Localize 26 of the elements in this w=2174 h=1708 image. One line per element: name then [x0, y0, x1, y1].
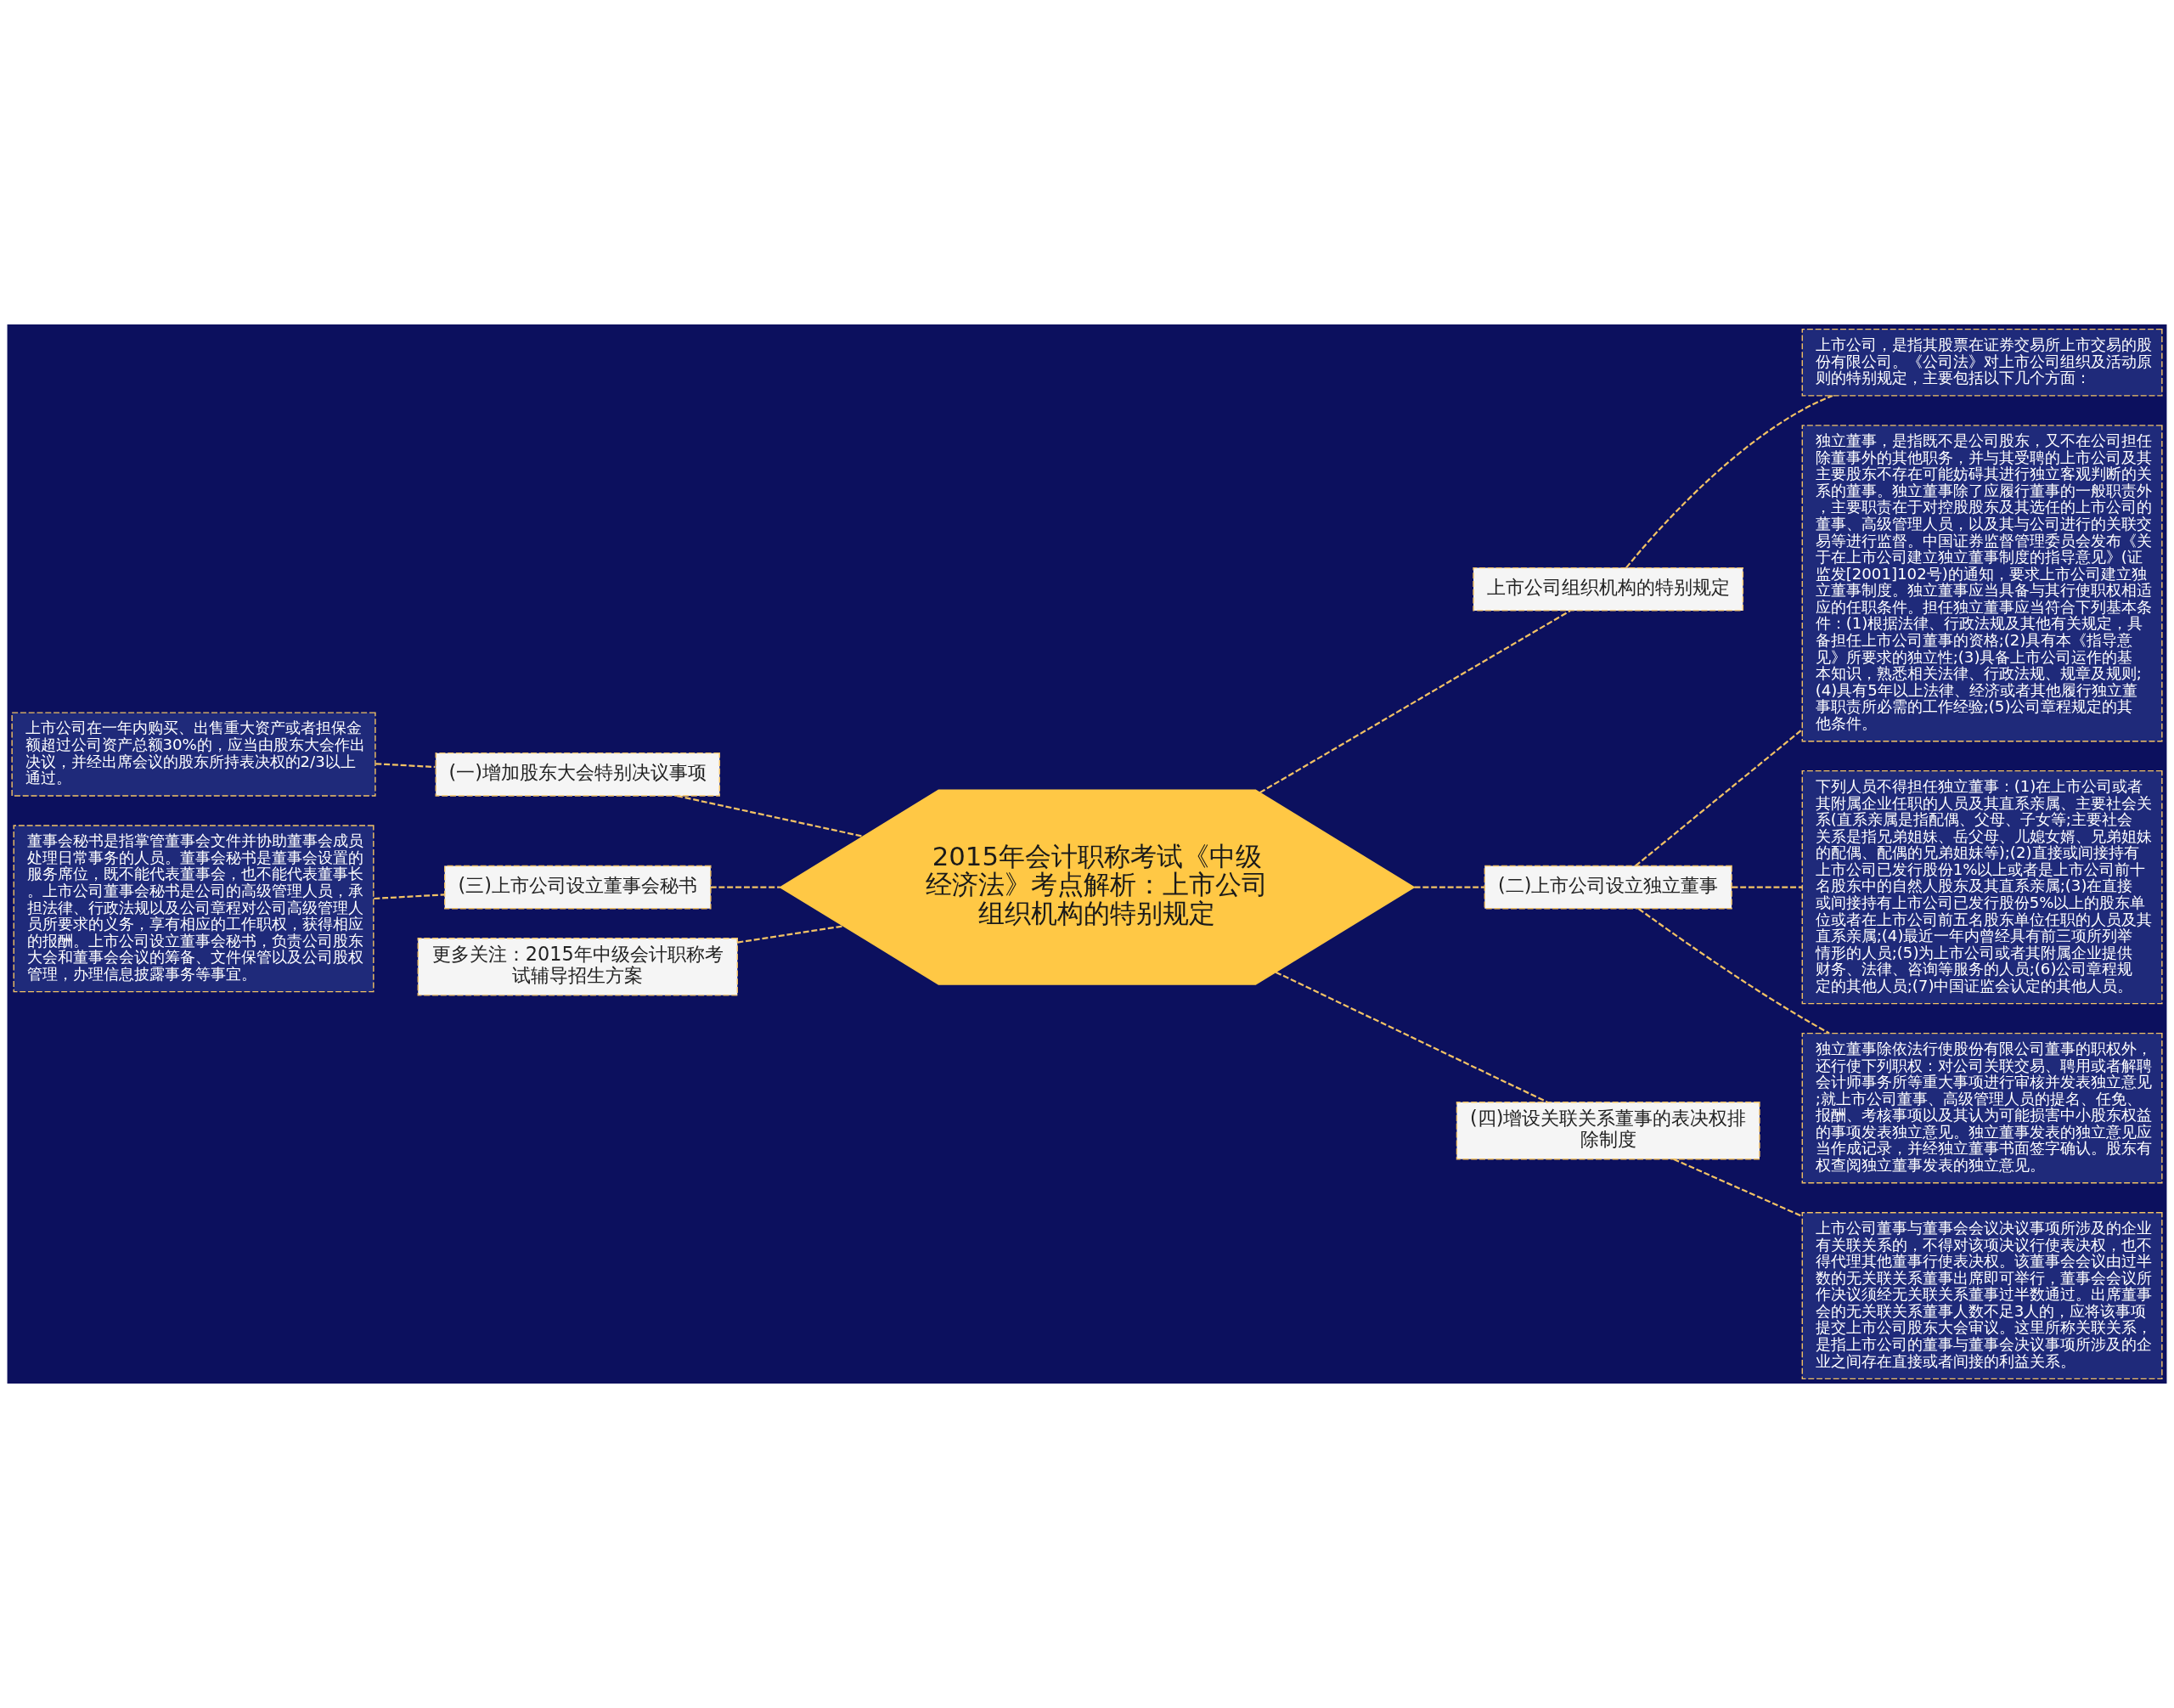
node-box: 上市公司组织机构的特别规定 — [1473, 567, 1744, 612]
node-box: (三)上市公司设立董事会秘书 — [444, 865, 712, 910]
connector — [710, 886, 780, 888]
node-box: (一)增加股东大会特别决议事项 — [435, 752, 721, 797]
node-box: (二)上市公司设立独立董事 — [1484, 865, 1732, 910]
connector — [1414, 886, 1484, 888]
connector — [1673, 1158, 1803, 1218]
connector — [1637, 908, 1830, 1034]
node-box: 董事会秘书是指掌管董事会文件并协助董事会成员处理日常事务的人员。董事会秘书是董事会设置的服务席位，既不能代表董事会，也不能代表董事长。上市公司董事会秘书是公司的高级管理人员，承担法律、行政法规以及公司章程对公司高级管理人员所要求的义务，享有相应的工作职权，获得相应的报酬。上市公司设立董事会秘书，负责公司股东大会和董事会会议的筹备、文件保管以及公司股权管理，办理信息披露事务等事宜。 — [13, 825, 375, 993]
connector — [374, 893, 445, 900]
node-box: 独立董事除依法行使股份有限公司董事的职权外，还行使下列职权：对公司关联交易、聘用或者解聘会计师事务所等重大事项进行审核并发表独立意见;就上市公司董事、高级管理人员的提名、任免、报酬、考核事项以及其认为可能损害中小股东权益的事项发表独立意见。独立董事发表的独立意见应当作成记录，并经独立董事书面签字确认。股东有权查阅独立董事发表的独立意见。 — [1801, 1032, 2163, 1184]
connector — [1732, 886, 1803, 888]
node-box: 更多关注：2015年中级会计职称考试辅导招生方案 — [417, 938, 738, 996]
connector — [737, 925, 844, 944]
node-box: (四)增设关联关系董事的表决权排除制度 — [1456, 1102, 1760, 1160]
connector — [1259, 610, 1571, 794]
node-box: 下列人员不得担任独立董事：(1)在上市公司或者其附属企业任职的人员及其直系亲属、主要社会关系(直系亲属是指配偶、父母、子女等;主要社会关系是指兄弟姐妹、岳父母、儿媳女婿、兄弟姐妹的配偶、配偶的兄弟姐妹等);(2)直接或间接持有上市公司已发行股份1%以上或者是上市公司前十名股东中的自然人股东及其直系亲属;(3)在直接或间接持有上市公司已发行股份5%以上的股东单位或者在上市公司前五名股东单位任职的人员及其直系亲属;(4)最近一年内曾经具有前三项所列举情形的人员;(5)为上市公司或者其附属企业提供财务、法律、咨询等服务的人员;(6)公司章程规定的其他人员;(7)中国证监会认定的其他人员。 — [1801, 769, 2163, 1005]
connector — [1635, 729, 1803, 867]
node-box: 上市公司在一年内购买、出售重大资产或者担保金额超过公司资产总额30%的，应当由股东大会作出决议，并经出席会议的股东所持表决权的2/3以上通过。 — [11, 712, 376, 797]
connector — [1275, 971, 1548, 1103]
node-box: 上市公司，是指其股票在证券交易所上市交易的股份有限公司。《公司法》对上市公司组织及活动原则的特别规定，主要包括以下几个方面： — [1801, 328, 2163, 397]
connector — [677, 794, 864, 837]
node-box: 独立董事，是指既不是公司股东，又不在公司担任除董事外的其他职务，并与其受聘的上市公司及其主要股东不存在可能妨碍其进行独立客观判断的关系的董事。独立董事除了应履行董事的一般职责外，主要职责在于对控股股东及其选任的上市公司的董事、高级管理人员，以及其与公司进行的关联交易等进行监督。中国证券监督管理委员会发布《关于在上市公司建立独立董事制度的指导意见》(证监发[2001]102号)的通知，要求上市公司建立独立董事制度。独立董事应当具备与其行使职权相适应的任职条件。担任独立董事应当符合下列基本条件：(1)根据法律、行政法规及其他有关规定，具备担任上市公司董事的资格;(2)具有本《指导意见》所要求的独立性;(3)具备上市公司运作的基本知识，熟悉相关法律、行政法规、规章及规则;(4)具有5年以上法律、经济或者其他履行独立董事职责所必需的工作经验;(5)公司章程规定的其他条件。 — [1801, 425, 2163, 742]
connector — [375, 763, 436, 769]
node-box: 上市公司董事与董事会会议决议事项所涉及的企业有关联关系的，不得对该项决议行使表决权，也不得代理其他董事行使表决权。该董事会会议由过半数的无关联关系董事出席即可举行，董事会会议所作决议须经无关联关系董事过半数通过。出席董事会的无关联关系董事人数不足3人的，应将该事项提交上市公司股东大会审议。这里所称关联关系，是指上市公司的董事与董事会决议事项所涉及的企业之间存在直接或者间接的利益关系。 — [1801, 1212, 2163, 1380]
connector — [1625, 394, 1833, 569]
